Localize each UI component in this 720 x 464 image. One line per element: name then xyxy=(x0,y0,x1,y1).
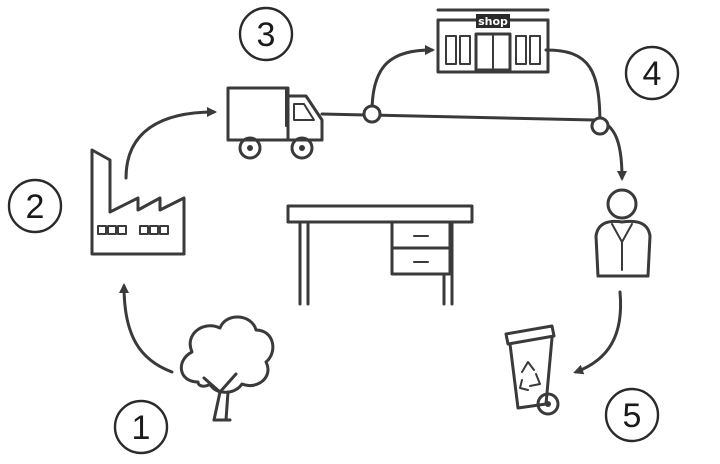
person-icon xyxy=(594,188,652,278)
shop-icon: shop xyxy=(436,8,550,74)
arrow-tree-to-factory xyxy=(119,283,174,374)
route-node-right xyxy=(590,116,610,136)
step-4-badge: 4 xyxy=(624,45,680,101)
svg-text:5: 5 xyxy=(623,397,642,435)
svg-text:2: 2 xyxy=(26,188,45,226)
svg-text:1: 1 xyxy=(132,409,151,447)
step-5-badge: 5 xyxy=(604,387,660,443)
shop-sign-label: shop xyxy=(478,15,508,28)
truck-icon xyxy=(226,86,324,160)
factory-icon xyxy=(90,148,186,256)
route-node-left xyxy=(362,104,382,124)
desk-icon xyxy=(286,204,474,306)
svg-text:3: 3 xyxy=(257,16,276,54)
recycle-bin-icon xyxy=(504,324,560,416)
route-truck-to-person xyxy=(320,112,627,181)
step-3-badge: 3 xyxy=(238,6,294,62)
route-from-shop xyxy=(544,48,602,128)
svg-text:4: 4 xyxy=(643,55,662,93)
arrow-person-to-bin xyxy=(573,290,623,375)
arrow-factory-to-truck xyxy=(124,107,217,180)
step-2-badge: 2 xyxy=(7,178,63,234)
tree-icon xyxy=(180,315,275,422)
route-to-shop xyxy=(370,45,435,114)
step-1-badge: 1 xyxy=(113,399,169,455)
